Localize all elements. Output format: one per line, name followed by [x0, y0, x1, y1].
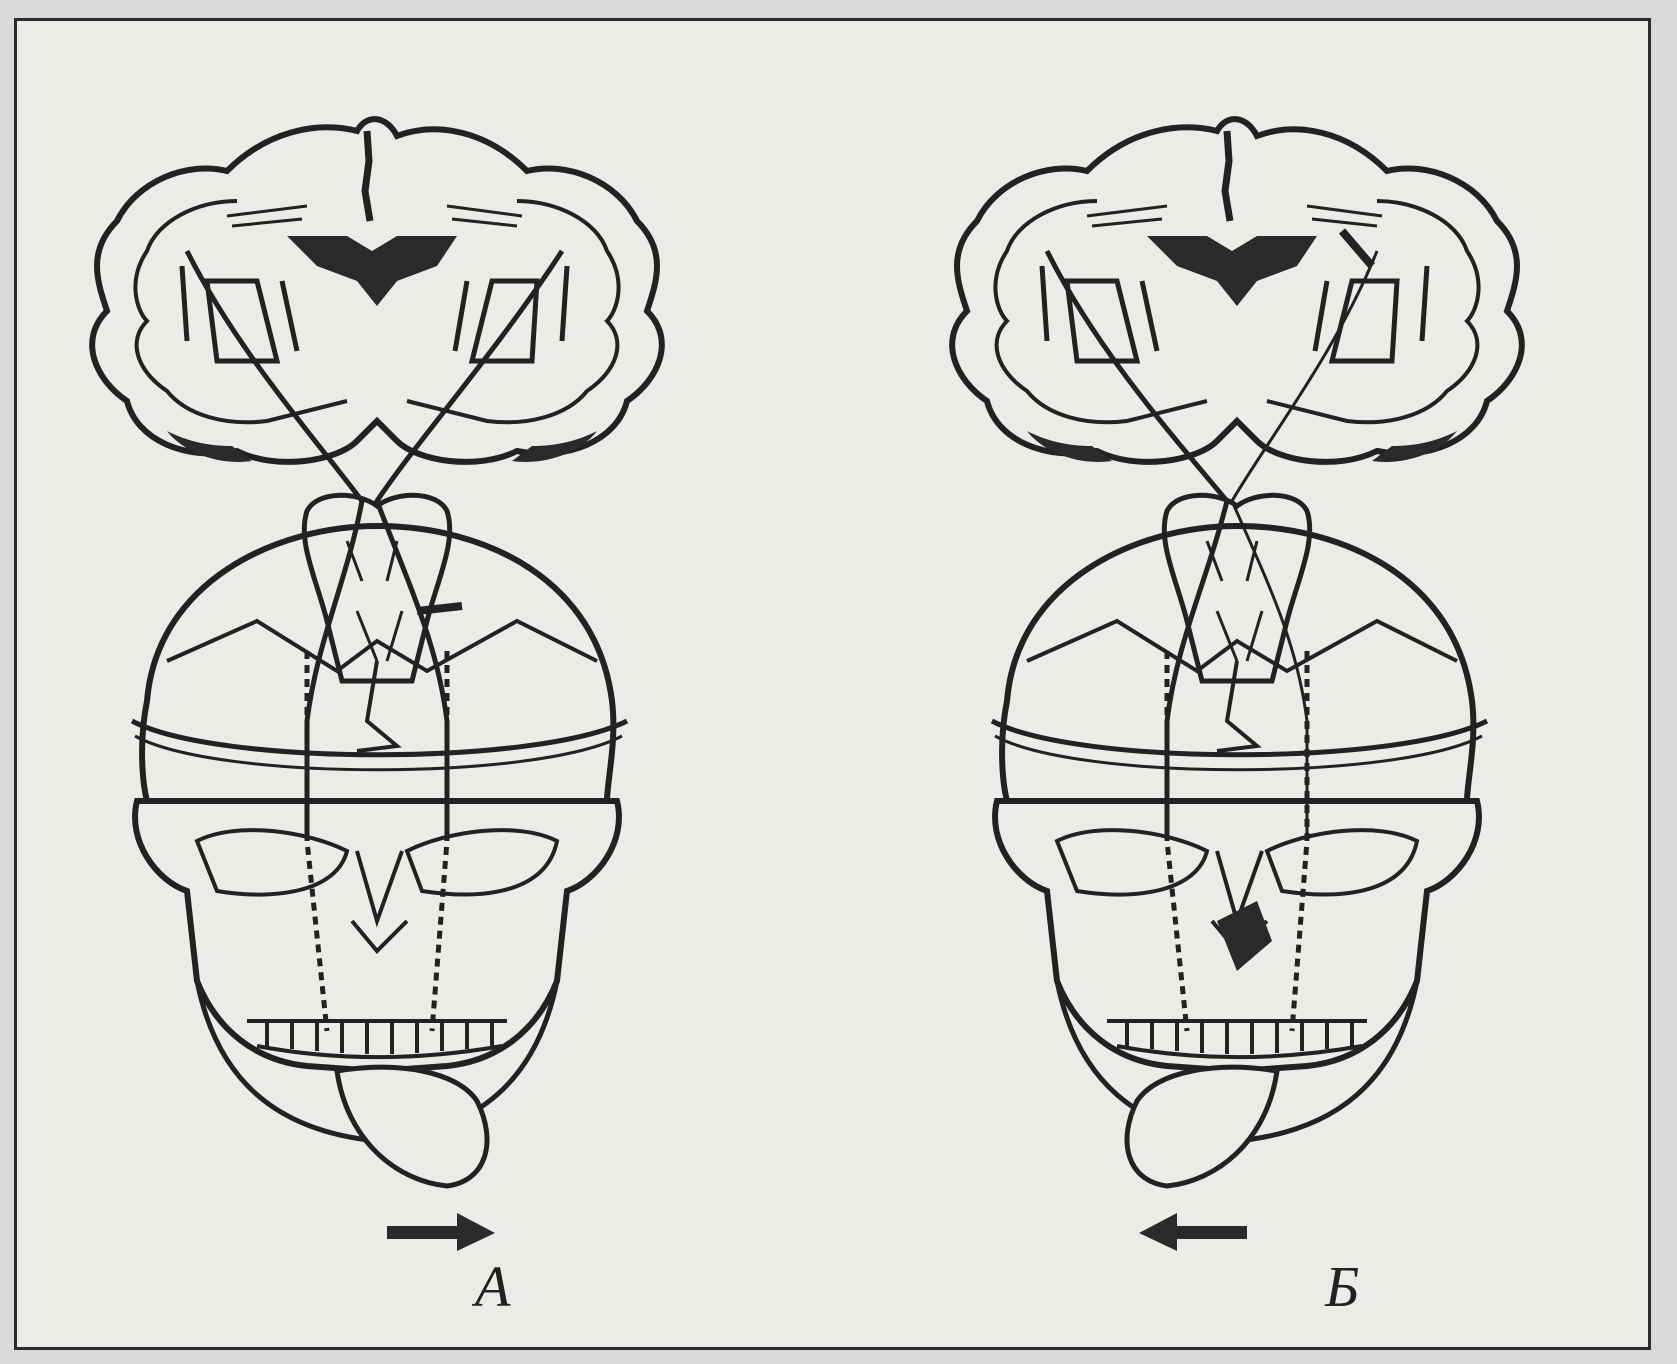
deviation-arrow: [387, 1213, 495, 1251]
panel-b: [952, 119, 1522, 1251]
tongue: [1127, 1067, 1277, 1186]
lesion-mark: [417, 606, 462, 611]
tongue: [337, 1067, 487, 1186]
panel-label-b: Б: [1325, 1253, 1359, 1320]
diagram-canvas: [17, 21, 1654, 1353]
panel-label-a: A: [475, 1253, 510, 1320]
deviation-arrow: [1139, 1213, 1247, 1251]
panel-a: [92, 119, 662, 1251]
nasal-dark: [1217, 901, 1272, 971]
lesion-mark: [1342, 231, 1372, 266]
tongue-innervation-figure: A Б: [14, 18, 1651, 1350]
